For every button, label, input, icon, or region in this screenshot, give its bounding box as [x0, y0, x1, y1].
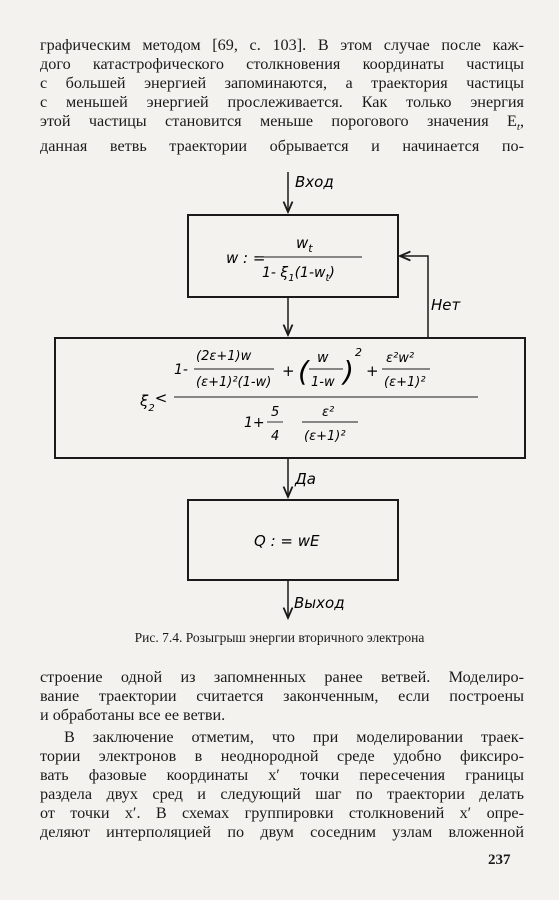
xi-sub: 2 — [148, 403, 154, 414]
paragraph-last: В заключение отметим, что при моделирова… — [40, 728, 524, 842]
condition-box — [54, 337, 526, 459]
result-box — [187, 499, 399, 581]
no-feedback-line — [400, 256, 429, 338]
frac1-num: (2ε+1)w — [196, 349, 252, 364]
page-number: 237 — [488, 852, 511, 868]
box1-denom-close: ) — [328, 265, 334, 281]
frac1-den: (ε+1)²(1-w) — [196, 375, 271, 390]
box1-denominator: 1- ξ1(1-wt) — [262, 265, 335, 284]
text-line: данная ветвь траектории обрывается и нач… — [40, 137, 524, 156]
entry-label: Вход — [295, 173, 334, 191]
less-than: < — [155, 389, 168, 407]
text-line: и обработаны все ее ветви. — [40, 706, 226, 724]
box1-denom-sub2: t — [325, 273, 330, 284]
text-line: графическим методом [69, с. 103]. В этом… — [40, 36, 524, 54]
no-label: Нет — [431, 296, 462, 314]
exit-label: Выход — [294, 594, 345, 612]
text-line: В заключение отметим, что при моделирова… — [64, 728, 524, 746]
yes-label: Да — [294, 470, 316, 488]
paragraph-bottom: строение одной из запомненных ранее ветв… — [40, 668, 524, 725]
text-line: этой частицы становится меньше пороговог… — [40, 112, 524, 137]
threshold-comma: , — [519, 112, 524, 130]
text-line-content: этой частицы становится меньше пороговог… — [40, 112, 517, 130]
frac5-den: (ε+1)² — [304, 429, 346, 444]
text-line: с большей энергией запоминаются, а траек… — [40, 74, 524, 92]
box1-numerator-sub: t — [308, 242, 313, 255]
box1-denom-b: (1-w — [295, 265, 326, 281]
den-one: 1+ — [244, 415, 265, 431]
box3-formula: Q : = wE — [254, 532, 320, 550]
text-line: тории электронов в неоднородной среде уд… — [40, 747, 524, 765]
frac2-num: w — [317, 350, 329, 366]
xi-symbol: ξ2< — [139, 389, 167, 414]
num-one: 1- — [174, 362, 188, 378]
frac4-num: 5 — [271, 405, 279, 420]
box1-numerator-main: w — [296, 234, 309, 252]
frac3-num: ε²w² — [386, 351, 414, 366]
text-line: раздела двух сред и следующий шаг по тра… — [40, 785, 524, 803]
plus1: + — [282, 362, 295, 380]
text-line: деляют интерполяцией по двум соседним уз… — [40, 823, 524, 841]
xi-main: ξ — [139, 392, 149, 410]
square-exponent: 2 — [355, 346, 362, 359]
box1-denom-a: 1- ξ — [262, 265, 288, 281]
box1-numerator: wt — [296, 234, 313, 255]
frac2-den: 1-w — [311, 375, 335, 390]
box1-lhs: w : = — [226, 249, 265, 267]
frac3-den: (ε+1)² — [384, 375, 426, 390]
frac5-num: ε² — [322, 405, 334, 420]
box1-denom-sub: 1 — [288, 273, 294, 284]
assignment-box — [187, 214, 399, 298]
paragraph-top: графическим методом [69, с. 103]. В этом… — [40, 36, 524, 156]
threshold-subscript: t — [516, 121, 520, 134]
paren-open: ( — [298, 355, 310, 388]
text-line: вать фазовые координаты x′ точки пересеч… — [40, 766, 524, 784]
text-line: от точки x′. В схемах группировки столкн… — [40, 804, 524, 822]
text-line: с меньшей энергией прослеживается. Как т… — [40, 93, 524, 111]
paren-close: ) — [341, 355, 354, 388]
text-line: строение одной из запомненных ранее ветв… — [40, 668, 524, 686]
plus2: + — [366, 362, 379, 380]
frac4-den: 4 — [271, 429, 279, 444]
figure-caption: Рис. 7.4. Розыгрыш энергии вторичного эл… — [134, 630, 425, 645]
text-line: дого катастрофического столкновения коор… — [40, 55, 524, 73]
text-line: вание траектории считается законченным, … — [40, 687, 524, 705]
